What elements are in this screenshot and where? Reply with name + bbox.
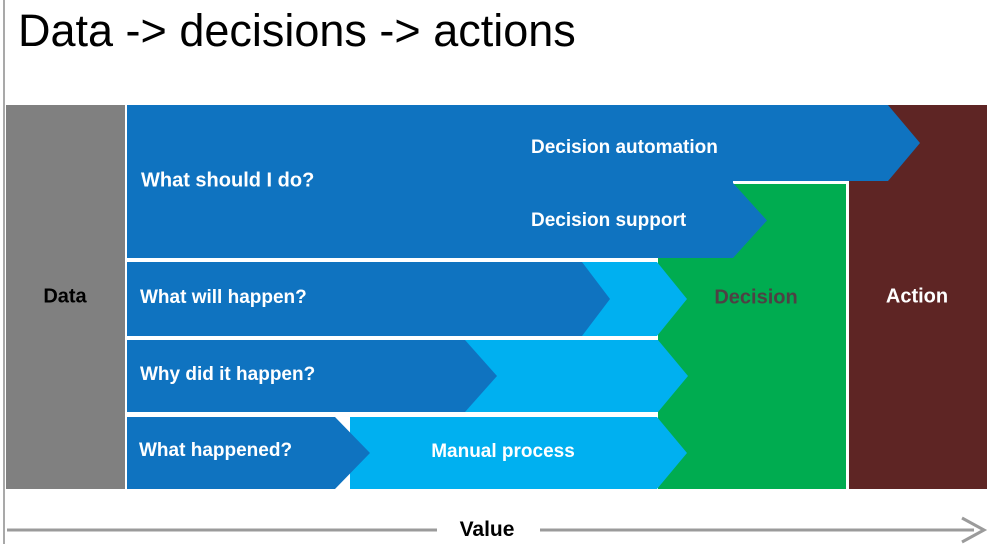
label-manual-process: Manual process <box>431 441 575 462</box>
slide-title: Data -> decisions -> actions <box>18 5 576 56</box>
label-value: Value <box>459 518 515 541</box>
label-decision-automation: Decision automation <box>531 137 718 158</box>
arrow-what-will-happen <box>127 262 610 336</box>
arrow-why-did-it-happen <box>127 340 497 412</box>
label-why-did-it-happen: Why did it happen? <box>140 364 316 385</box>
arrow-what-should-i-do-block <box>127 105 733 258</box>
label-what-happened: What happened? <box>139 440 293 461</box>
value-axis-arrowhead-icon <box>961 516 988 544</box>
label-what-should-i-do: What should I do? <box>141 169 315 192</box>
arrow-what-happened <box>127 417 370 489</box>
label-data: Data <box>43 285 87 308</box>
label-action: Action <box>885 285 949 308</box>
label-decision-support: Decision support <box>531 210 687 231</box>
data-stage-box <box>6 105 125 489</box>
cyan-arrow-manual-process <box>350 417 687 489</box>
label-what-will-happen: What will happen? <box>140 287 307 308</box>
decision-automation-arrow <box>733 105 920 181</box>
slide-left-accent-line <box>3 0 5 544</box>
value-axis-arrow <box>7 516 988 544</box>
label-decision: Decision <box>714 286 798 309</box>
